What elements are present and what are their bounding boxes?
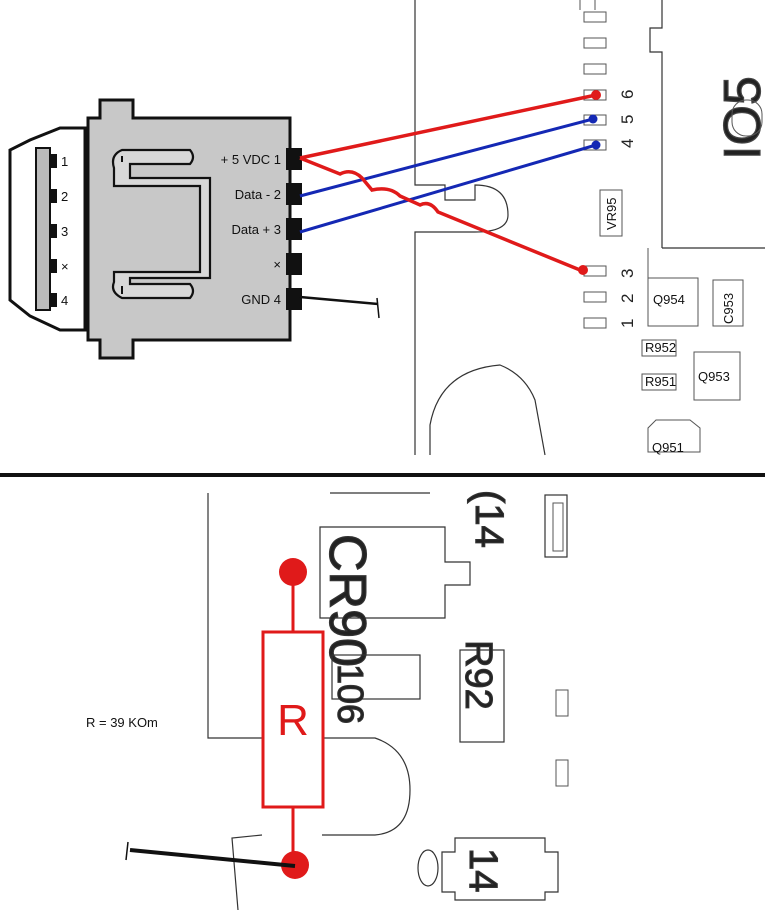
pad-number-4: 4 xyxy=(618,139,637,148)
wire-data-minus xyxy=(299,117,594,198)
pin-label-data-plus: Data + 3 xyxy=(231,222,281,237)
usb-connector: 1 2 3 × 4 + 5 VDC 1 Data - 2 Data + 3 × … xyxy=(8,98,302,360)
resistor-value-label: R = 39 KOm xyxy=(86,715,158,730)
pcb-corner-text: IO5 xyxy=(714,76,765,160)
wire-vcc-to-pad6 xyxy=(299,93,597,160)
pcb-top: 4 5 6 1 2 3 VR95 Q954 C953 R952 R951 Q95… xyxy=(414,0,765,456)
left-pin-ticks xyxy=(50,154,57,307)
pad-number-6: 6 xyxy=(618,90,637,99)
c953-label: C953 xyxy=(721,293,736,324)
small-106-label: 106 xyxy=(330,664,371,724)
mid-label: R92 xyxy=(457,640,499,710)
pin-label-vcc: + 5 VDC 1 xyxy=(221,152,281,167)
pcb-pads-top xyxy=(583,11,607,329)
pcb-bottom: CR90 (14 106 R92 14 xyxy=(207,489,569,910)
left-pin-label-4: 4 xyxy=(61,293,68,308)
q953-label: Q953 xyxy=(698,369,730,384)
gnd-wire-bottom xyxy=(129,848,296,868)
wires-top xyxy=(299,90,601,319)
vcc-dot-pad3 xyxy=(578,265,588,275)
q954-label: Q954 xyxy=(653,292,685,307)
pin-label-gnd: GND 4 xyxy=(241,292,281,307)
left-pin-label-3: 3 xyxy=(61,224,68,239)
data-plus-dot xyxy=(591,140,601,150)
pad-number-3: 3 xyxy=(618,269,637,278)
vr95-outline xyxy=(599,189,623,237)
left-pin-label-2: 2 xyxy=(61,189,68,204)
cr90-label: CR90 xyxy=(318,534,376,667)
r952-label: R952 xyxy=(645,340,676,355)
pin-label-nc: × xyxy=(273,257,281,272)
r951-label: R951 xyxy=(645,374,676,389)
resistor-symbol: R xyxy=(277,696,309,745)
pad-number-5: 5 xyxy=(618,115,637,124)
left-pin-label-x: × xyxy=(61,259,69,274)
q951-label: Q951 xyxy=(652,440,684,455)
wire-gnd xyxy=(299,295,379,306)
vcc-dot-pad6 xyxy=(591,90,601,100)
pad-number-2: 2 xyxy=(618,294,637,303)
resistor-assembly: R xyxy=(125,558,325,879)
right-pins xyxy=(286,148,302,310)
wire-vcc-to-pad3 xyxy=(299,156,581,272)
pin-label-data-minus: Data - 2 xyxy=(235,187,281,202)
bottom-14-label: 14 xyxy=(461,848,505,893)
side-label: (14 xyxy=(467,490,511,548)
resistor-top-node xyxy=(279,558,307,586)
left-pin-label-1: 1 xyxy=(61,154,68,169)
vr95-label: VR95 xyxy=(604,197,619,230)
wire-data-plus xyxy=(299,143,597,234)
pad-number-1: 1 xyxy=(618,319,637,328)
connector-spring-contact xyxy=(111,148,212,300)
connector-plug-tongue xyxy=(35,147,51,311)
data-minus-dot xyxy=(588,114,598,124)
